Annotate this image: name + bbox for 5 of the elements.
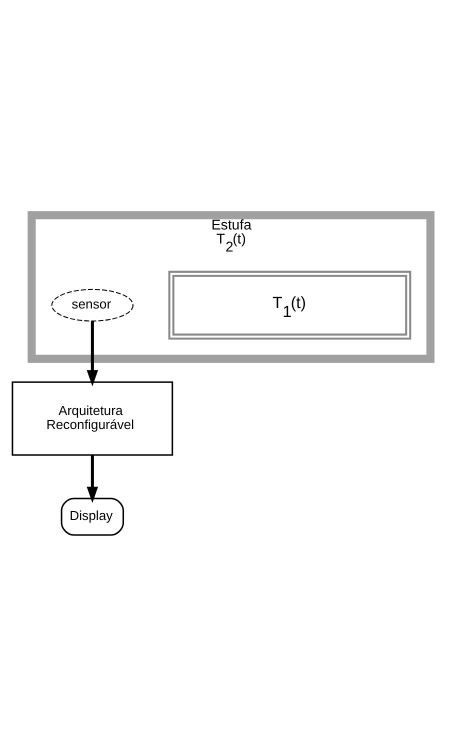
node-box: Display — [60, 498, 124, 536]
node-ellipse: sensor — [51, 288, 134, 322]
node-box: Arquitetura Reconfigurável — [12, 381, 174, 456]
arrow — [86, 321, 98, 386]
arrow — [86, 455, 98, 503]
